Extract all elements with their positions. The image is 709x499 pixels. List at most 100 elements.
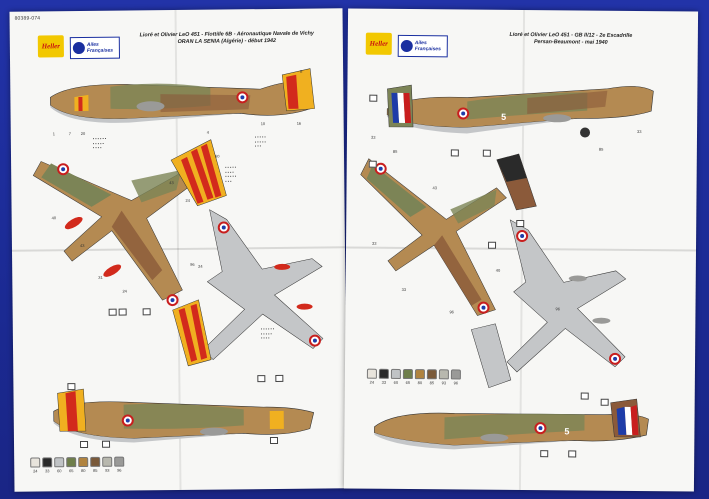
part-number: 96 bbox=[555, 306, 560, 312]
callout-box bbox=[580, 392, 589, 400]
paint-pot: 24 bbox=[30, 457, 41, 474]
paint-swatch bbox=[114, 456, 125, 467]
paint-swatch bbox=[402, 368, 413, 380]
note-left-4: ▪ ▪ ▪ ▪ ▪ ▪▪ ▪ ▪ ▪ ▪▪ ▪ ▪ ▪ bbox=[260, 327, 275, 341]
paint-pot: 33 bbox=[378, 368, 389, 385]
paint-pot: 24 bbox=[366, 368, 377, 385]
paint-swatch bbox=[426, 369, 437, 380]
paint-number: 24 bbox=[33, 468, 38, 474]
part-number: 85 bbox=[392, 148, 398, 154]
paint-number: 85 bbox=[93, 467, 98, 473]
callout-box bbox=[257, 375, 266, 383]
paint-number: 80 bbox=[417, 380, 423, 386]
paint-number: 65 bbox=[69, 468, 74, 474]
paint-pot: 85 bbox=[90, 456, 101, 473]
top-planform bbox=[360, 153, 537, 316]
paint-number: 96 bbox=[117, 467, 122, 473]
left-artwork bbox=[32, 68, 324, 443]
part-number: 43 bbox=[169, 180, 174, 186]
side-profile-top bbox=[50, 68, 315, 123]
note-left-3: ▪ ▪ ▪ ▪ ▪▪ ▪ ▪ ▪▪ ▪ ▪ ▪ ▪▪ ▪ ▪ bbox=[225, 165, 237, 184]
part-number: 85 bbox=[598, 146, 604, 152]
paint-number: 60 bbox=[57, 468, 62, 474]
callout-box bbox=[67, 383, 76, 391]
callout-box bbox=[269, 436, 279, 445]
part-number: 24 bbox=[122, 288, 127, 294]
part-number: 96 bbox=[449, 309, 454, 315]
svg-text:5: 5 bbox=[564, 426, 569, 436]
side-profile-top: 5 bbox=[386, 84, 654, 138]
callout-box bbox=[540, 450, 549, 458]
callout-box bbox=[368, 160, 377, 168]
callout-box bbox=[488, 241, 497, 249]
part-number: 40 bbox=[495, 267, 501, 273]
part-number: 1 bbox=[52, 131, 56, 137]
paint-pot: 33 bbox=[42, 457, 53, 474]
callout-box bbox=[108, 308, 117, 316]
side-profile-bottom bbox=[53, 388, 315, 443]
part-number: 43 bbox=[79, 242, 85, 249]
paint-number: 33 bbox=[45, 468, 50, 474]
paint-swatch bbox=[450, 369, 461, 380]
paint-pot: 60 bbox=[390, 368, 401, 385]
paint-pot: 60 bbox=[54, 457, 65, 474]
part-number: 16 bbox=[296, 120, 302, 126]
paint-pot: 93 bbox=[438, 369, 449, 386]
part-number: 33 bbox=[372, 240, 377, 246]
callout-box bbox=[482, 149, 491, 157]
part-number: 33 bbox=[401, 286, 407, 292]
part-number: 43 bbox=[432, 185, 438, 191]
top-planform bbox=[32, 139, 227, 307]
paint-swatch bbox=[78, 456, 89, 468]
part-number: 4 bbox=[206, 129, 210, 135]
part-number: 20 bbox=[80, 130, 86, 137]
paint-number: 93 bbox=[105, 467, 110, 473]
paint-number: 33 bbox=[381, 379, 387, 385]
under-planform bbox=[172, 209, 324, 367]
paint-pot: 96 bbox=[114, 456, 125, 473]
paint-swatch bbox=[390, 368, 401, 379]
paint-pot: 93 bbox=[102, 456, 113, 473]
part-number: 24 bbox=[185, 197, 190, 203]
paint-number: 93 bbox=[441, 380, 447, 386]
paint-swatch bbox=[30, 457, 41, 468]
right-artwork: 5 bbox=[360, 84, 654, 450]
callout-box bbox=[142, 308, 151, 316]
paint-pot: 80 bbox=[414, 369, 425, 386]
paint-pot: 80 bbox=[78, 456, 89, 474]
callout-box bbox=[101, 440, 111, 448]
paint-chart-left: 24 33 60 65 80 85 93 96 bbox=[30, 456, 125, 474]
paint-number: 96 bbox=[453, 380, 459, 386]
paint-swatch bbox=[54, 457, 65, 468]
callout-box bbox=[275, 374, 284, 382]
paint-pot: 85 bbox=[426, 369, 437, 385]
part-number: 8 bbox=[300, 68, 303, 74]
paint-swatch bbox=[378, 368, 389, 379]
callout-box bbox=[79, 440, 89, 449]
svg-text:5: 5 bbox=[501, 112, 506, 122]
paint-number: 80 bbox=[81, 467, 86, 474]
part-number: 40 bbox=[51, 215, 57, 221]
paint-swatch bbox=[102, 456, 113, 467]
paint-swatch bbox=[414, 369, 425, 380]
part-number: 10 bbox=[260, 121, 266, 127]
part-number: 60 bbox=[214, 153, 220, 159]
part-number: 31 bbox=[98, 274, 103, 280]
paint-pot: 65 bbox=[66, 457, 77, 474]
paint-swatch bbox=[42, 457, 53, 468]
paint-number: 24 bbox=[369, 379, 375, 385]
paint-pot: 96 bbox=[450, 369, 461, 386]
part-number: 7 bbox=[68, 131, 72, 137]
part-number: 24 bbox=[198, 263, 203, 269]
callout-box bbox=[568, 450, 577, 458]
paint-swatch bbox=[90, 456, 101, 467]
part-number: 33 bbox=[637, 129, 642, 135]
paint-number: 60 bbox=[393, 379, 399, 385]
note-left-1: ▪ ▪ ▪ ▪ ▪ ▪▪ ▪ ▪ ▪ ▪▪ ▪ ▪ ▪ bbox=[92, 136, 107, 151]
paint-swatch bbox=[438, 369, 449, 380]
paint-pot: 65 bbox=[402, 368, 413, 385]
paint-swatch bbox=[366, 368, 377, 379]
